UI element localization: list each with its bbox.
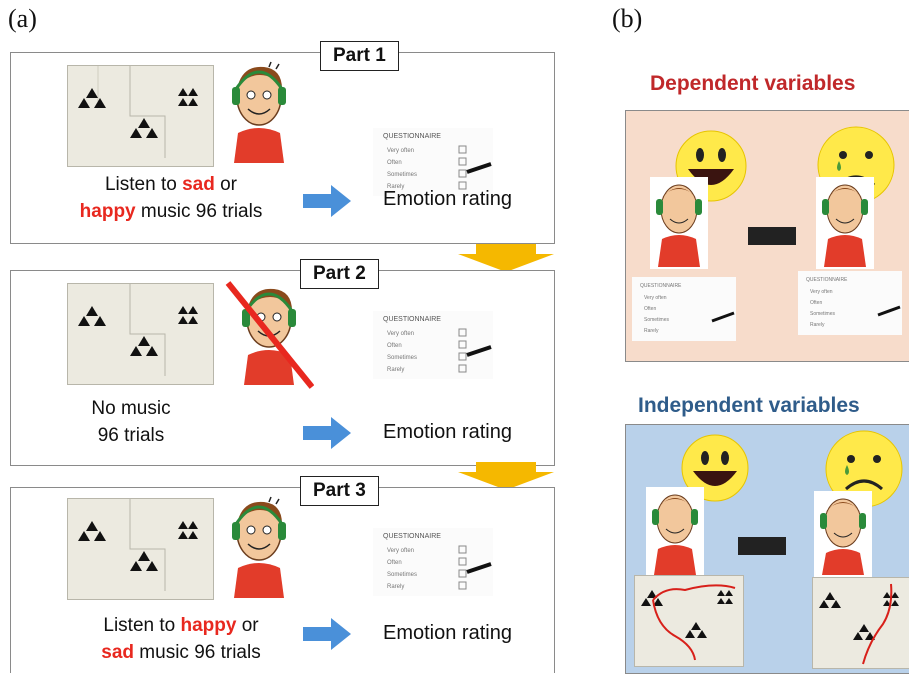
listener-face-icon [814, 491, 872, 577]
minus-sign [748, 227, 796, 245]
triangle-cluster-icon [78, 284, 198, 376]
svg-text:Very often: Very often [387, 331, 414, 337]
svg-text:Often: Often [387, 343, 402, 349]
part-3-box: QUESTIONNAIRE Very often Often Sometimes… [10, 487, 555, 673]
questionnaire-icon: QUESTIONNAIRE Very often Often Sometimes… [373, 528, 493, 596]
blue-arrow-icon [303, 185, 351, 217]
sad-face-icon [825, 430, 903, 508]
svg-text:Sometimes: Sometimes [387, 355, 417, 361]
maze-game-window [67, 65, 214, 167]
svg-text:QUESTIONNAIRE: QUESTIONNAIRE [806, 277, 848, 283]
svg-text:QUESTIONNAIRE: QUESTIONNAIRE [640, 283, 682, 289]
svg-text:Often: Often [810, 300, 822, 306]
trajectory-game-window [634, 575, 744, 667]
svg-text:Rarely: Rarely [387, 184, 404, 190]
part-3-caption: Listen to happy or sad music 96 trials [66, 612, 296, 666]
part-3-caption-line-1: Listen to happy or [103, 615, 259, 636]
blue-arrow-icon [303, 417, 351, 449]
svg-text:QUESTIONNAIRE: QUESTIONNAIRE [383, 533, 441, 540]
happy-face-icon [681, 434, 749, 502]
svg-text:Sometimes: Sometimes [644, 317, 670, 323]
part-3-caption-line-2: sad music 96 trials [101, 642, 261, 663]
part-2-caption-line-2: 96 trials [97, 425, 165, 446]
part-2-caption: No music 96 trials [51, 395, 211, 449]
svg-text:Very often: Very often [644, 295, 667, 301]
blue-arrow-icon [303, 618, 351, 650]
part-1-title: Part 1 [320, 41, 399, 71]
questionnaire-heading: QUESTIONNAIRE [383, 133, 441, 140]
svg-text:QUESTIONNAIRE: QUESTIONNAIRE [383, 316, 441, 323]
maze-game-window [67, 498, 214, 600]
part-1-caption-line-2: happy music 96 trials [79, 201, 263, 222]
down-arrow-icon [458, 462, 554, 490]
listener-face-icon [646, 487, 704, 577]
questionnaire-icon: QUESTIONNAIRE Very often Often Sometimes… [373, 311, 493, 379]
triangle-cluster-icon [78, 66, 198, 158]
dependent-variables-title: Dependent variables [650, 72, 856, 95]
questionnaire-icon: QUESTIONNAIRE Very often Often Sometimes… [373, 128, 493, 196]
svg-text:Rarely: Rarely [387, 367, 404, 373]
svg-text:Very often: Very often [387, 148, 414, 154]
independent-variables-box [625, 424, 909, 674]
part-2-title: Part 2 [300, 259, 379, 289]
maze-game-window [67, 283, 214, 385]
part-2-rating: Emotion rating [383, 421, 512, 443]
part-1-caption: Listen to sad or happy music 96 trials [61, 171, 281, 225]
triangle-cluster-icon [78, 499, 198, 591]
svg-text:Sometimes: Sometimes [810, 311, 836, 317]
cross-out-line [225, 281, 315, 389]
svg-text:Very often: Very often [387, 548, 414, 554]
minus-sign [738, 537, 786, 555]
svg-text:Often: Often [644, 306, 656, 312]
part-3-title: Part 3 [300, 476, 379, 506]
part-2-box: QUESTIONNAIRE Very often Often Sometimes… [10, 270, 555, 466]
svg-text:Often: Often [387, 560, 402, 566]
part-1-rating: Emotion rating [383, 188, 512, 210]
panel-label-b: (b) [612, 4, 643, 33]
svg-text:Sometimes: Sometimes [387, 172, 417, 178]
listener-face-icon [224, 279, 315, 394]
svg-text:Rarely: Rarely [644, 328, 659, 334]
listener-face-icon [224, 496, 294, 606]
svg-text:Very often: Very often [810, 289, 833, 295]
listener-face-icon [816, 177, 874, 269]
part-2-caption-line-1: No music [91, 398, 171, 419]
down-arrow-icon [458, 244, 554, 272]
svg-text:Sometimes: Sometimes [387, 572, 417, 578]
part-3-rating: Emotion rating [383, 622, 512, 644]
listener-face-icon [650, 177, 708, 269]
trajectory-game-window [812, 577, 909, 669]
listener-face-icon [224, 61, 294, 171]
part-1-caption-line-1: Listen to sad or [104, 174, 238, 195]
panel-label-a: (a) [8, 4, 37, 33]
svg-text:Often: Often [387, 160, 402, 166]
svg-text:Rarely: Rarely [810, 322, 825, 328]
part-1-box: QUESTIONNAIRE Very often Often Sometimes… [10, 52, 555, 244]
svg-text:Rarely: Rarely [387, 584, 404, 590]
independent-variables-title: Independent variables [638, 394, 860, 417]
